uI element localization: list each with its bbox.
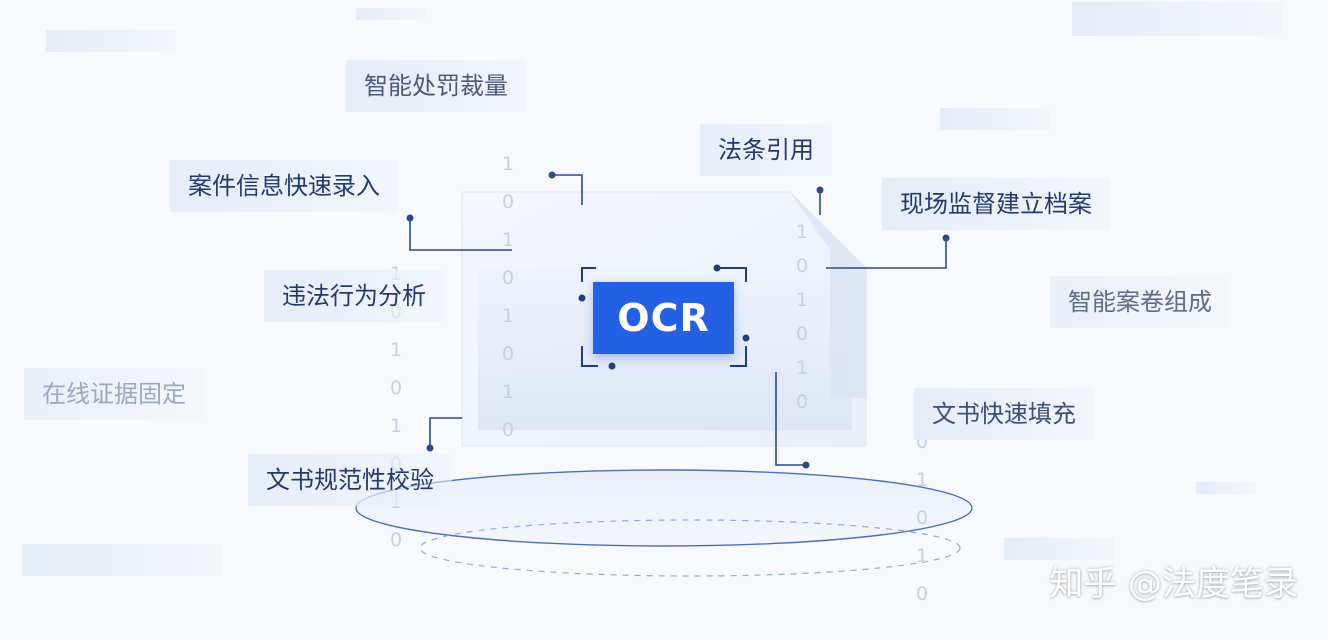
binary-digit: 0 — [796, 255, 808, 277]
binary-digit: 1 — [502, 381, 514, 403]
binary-digit: 0 — [796, 391, 808, 413]
label-smart-penalty: 智能处罚裁量 — [346, 60, 526, 112]
connector-dots — [406, 171, 950, 469]
binary-digit: 0 — [502, 267, 514, 289]
platform-ellipse — [355, 469, 973, 547]
binary-digit: 1 — [390, 339, 402, 361]
binary-digit: 1 — [390, 415, 402, 437]
decor-strip — [1072, 2, 1282, 36]
binary-digit: 0 — [502, 419, 514, 441]
binary-digit: 1 — [916, 469, 928, 491]
label-document-check: 文书规范性校验 — [248, 454, 452, 506]
label-document-fill: 文书快速填充 — [914, 388, 1094, 440]
decor-strip — [940, 108, 1050, 130]
binary-digit: 0 — [390, 529, 402, 551]
label-case-info-entry: 案件信息快速录入 — [170, 160, 398, 212]
focus-bracket-dots — [578, 264, 750, 370]
ocr-badge: OCR — [593, 282, 734, 354]
label-law-reference: 法条引用 — [700, 124, 832, 176]
decor-strip — [356, 8, 426, 20]
binary-digit: 1 — [796, 289, 808, 311]
binary-digit: 0 — [502, 343, 514, 365]
binary-digit: 0 — [916, 583, 928, 605]
decor-strip — [1004, 538, 1114, 560]
binary-digit: 0 — [796, 323, 808, 345]
label-site-supervision: 现场监督建立档案 — [882, 178, 1110, 230]
decor-strip — [46, 30, 176, 52]
focus-brackets — [581, 267, 747, 367]
binary-digit: 1 — [502, 305, 514, 327]
document-fold — [790, 192, 866, 398]
binary-digit: 0 — [502, 191, 514, 213]
decor-strip — [1196, 482, 1256, 494]
label-violation-analysis: 违法行为分析 — [264, 270, 444, 322]
label-online-evidence: 在线证据固定 — [24, 368, 204, 420]
binary-digit: 1 — [796, 357, 808, 379]
platform-dashed-ring — [419, 519, 961, 577]
decor-strip — [22, 544, 222, 576]
label-smart-case-file: 智能案卷组成 — [1050, 276, 1230, 328]
binary-digit: 0 — [390, 377, 402, 399]
binary-digit: 0 — [916, 507, 928, 529]
binary-digit: 1 — [502, 153, 514, 175]
binary-digit: 1 — [916, 545, 928, 567]
watermark-text: 知乎 @法度笔录 — [1049, 564, 1298, 604]
connector-lines — [409, 174, 947, 466]
binary-digit: 1 — [796, 221, 808, 243]
binary-digit: 1 — [502, 229, 514, 251]
